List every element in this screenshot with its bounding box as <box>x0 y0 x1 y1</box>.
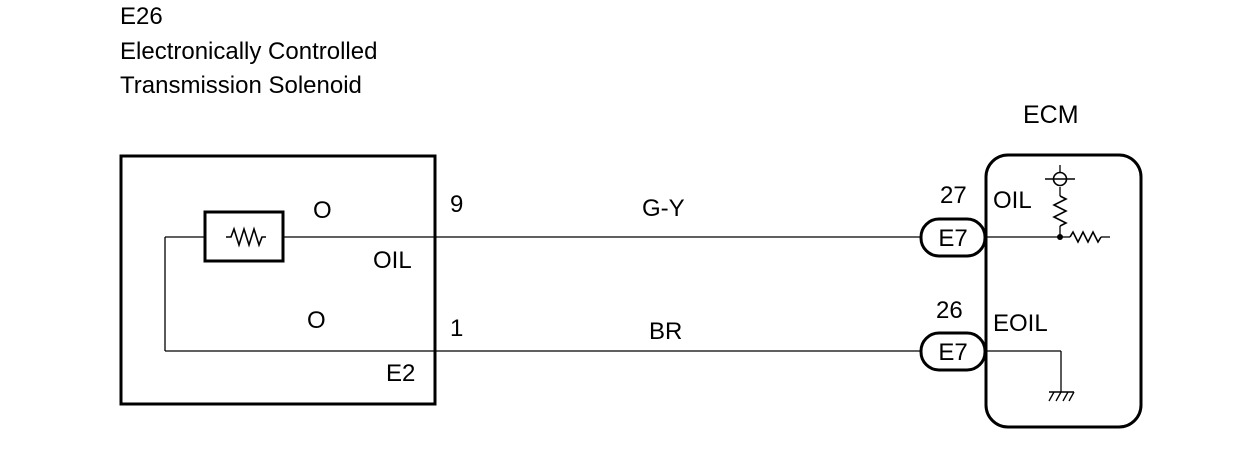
ground-icon-hatch-2 <box>1055 391 1062 402</box>
ground-icon-hatch-4 <box>1068 391 1075 402</box>
component-name-line2: Transmission Solenoid <box>120 72 362 99</box>
solenoid-resistor-zigzag <box>226 226 266 248</box>
component-code: E26 <box>120 3 163 30</box>
ecm-pullup-resistor <box>1052 195 1068 227</box>
solenoid-resistor-symbol <box>203 210 285 263</box>
connector-e7-top-label: E7 <box>938 225 967 252</box>
component-name-line1: Electronically Controlled <box>120 38 377 65</box>
ground-icon-hatch-1 <box>1048 391 1055 402</box>
ecm-series-resistor <box>1069 230 1102 244</box>
wire-color-bottom: BR <box>649 318 682 345</box>
solenoid-box <box>119 154 437 406</box>
connector-e7-bottom-label: E7 <box>938 339 967 366</box>
solenoid-terminal-oil: OIL <box>373 247 412 274</box>
ecm-title: ECM <box>1023 101 1079 129</box>
solenoid-terminal-e2: E2 <box>386 360 415 387</box>
ecm-box <box>984 153 1143 429</box>
ecm-pin-26: 26 <box>936 297 963 324</box>
solenoid-symbol-bottom: O <box>307 307 326 334</box>
solenoid-pin-1: 1 <box>450 315 463 342</box>
wire-color-top: G-Y <box>642 195 685 222</box>
solenoid-symbol-top: O <box>313 197 332 224</box>
ecm-terminal-eoil: EOIL <box>993 310 1048 337</box>
ecm-terminal-oil: OIL <box>993 187 1032 214</box>
ecm-pin-27: 27 <box>940 182 967 209</box>
solenoid-pin-9: 9 <box>450 191 463 218</box>
ground-icon-hatch-3 <box>1062 391 1069 402</box>
